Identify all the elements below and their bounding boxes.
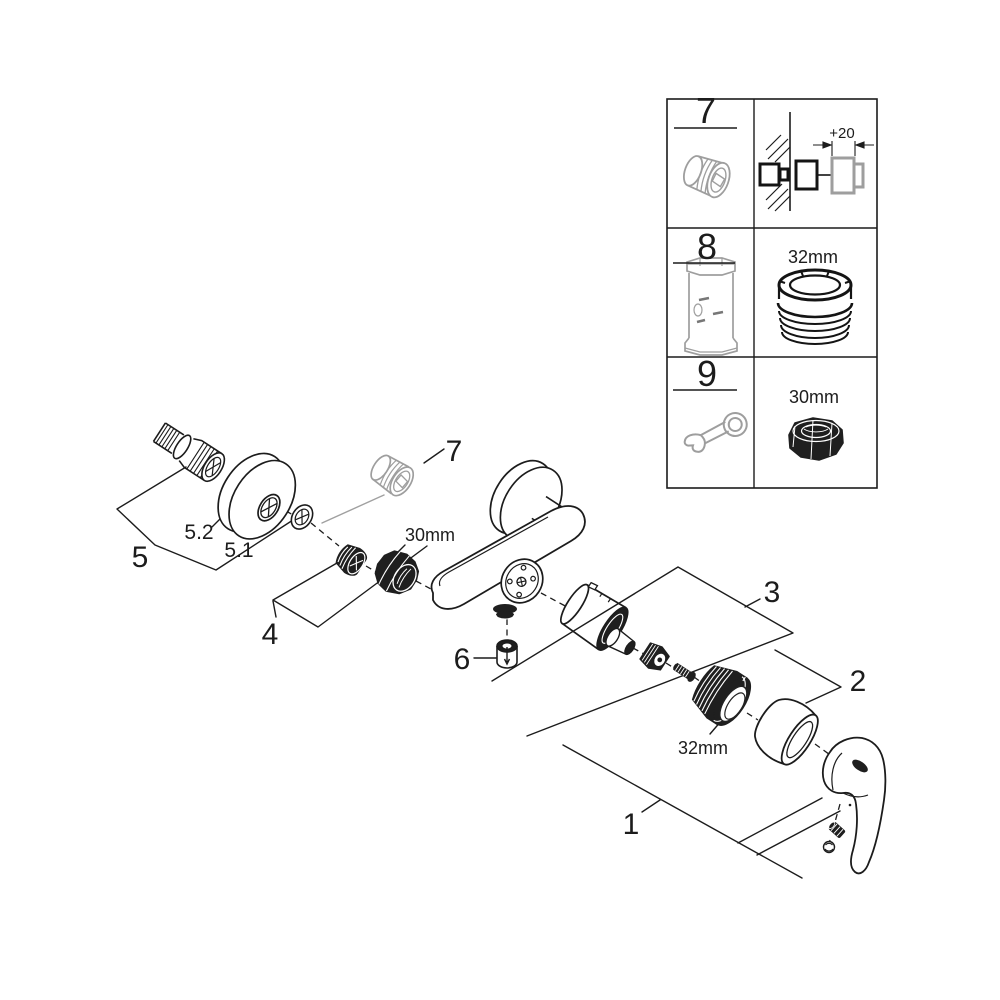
legend-size-30mm: 30mm xyxy=(789,387,839,407)
legend-nut-30mm xyxy=(788,417,844,461)
part-union-nut-30mm xyxy=(374,550,420,595)
callout-6-label: 6 xyxy=(454,643,471,676)
part-cartridge xyxy=(559,581,636,656)
callout-2-label: 2 xyxy=(850,665,867,698)
callout-5-2-label: 5.2 xyxy=(184,521,213,544)
part-outlet-stub xyxy=(493,604,517,620)
callout-5-1-label: 5.1 xyxy=(224,539,253,562)
callout-7-label: 7 xyxy=(446,435,463,468)
legend-dimension-plus20: +20 xyxy=(829,125,854,142)
leader-lines xyxy=(116,448,842,879)
legend-number-7: 7 xyxy=(696,90,716,131)
callout-30mm-label: 30mm xyxy=(405,525,455,545)
legend-wall-extension-diagram xyxy=(758,112,874,212)
callout-3-label: 3 xyxy=(764,576,781,609)
legend-part-extension-adapter xyxy=(682,155,731,199)
legend-wrench xyxy=(683,411,748,453)
part-lever-handle xyxy=(821,736,887,875)
part-cap xyxy=(754,698,819,766)
part-s-union-fitting xyxy=(152,422,226,483)
part-plug xyxy=(822,840,836,854)
part-outlet-nut xyxy=(496,639,518,669)
legend-number-8: 8 xyxy=(697,226,717,267)
part-seal-washer xyxy=(290,504,314,530)
legend-number-9: 9 xyxy=(697,353,717,394)
legend-ring-32mm xyxy=(776,268,854,345)
part-extension-adapter xyxy=(370,454,415,497)
part-cartridge-boss xyxy=(500,558,544,604)
part-mixer-body xyxy=(430,505,586,610)
legend-size-32mm: 32mm xyxy=(788,247,838,267)
part-square-nut xyxy=(639,642,670,671)
part-retaining-ring-32mm xyxy=(691,665,752,726)
legend-panel: 7 8 9 +20 32mm 30mm xyxy=(666,90,878,489)
part-screw xyxy=(673,662,696,682)
callout-1-label: 1 xyxy=(623,808,640,841)
callout-labels: 7 5 5.2 5.1 30mm 4 6 3 32mm 2 1 xyxy=(132,435,867,841)
part-escutcheon xyxy=(217,452,297,540)
part-grub-screw xyxy=(828,821,846,838)
callout-4-label: 4 xyxy=(262,618,279,651)
part-threaded-adapter xyxy=(335,544,368,576)
callout-5-label: 5 xyxy=(132,541,149,574)
callout-32mm-label: 32mm xyxy=(678,738,728,758)
